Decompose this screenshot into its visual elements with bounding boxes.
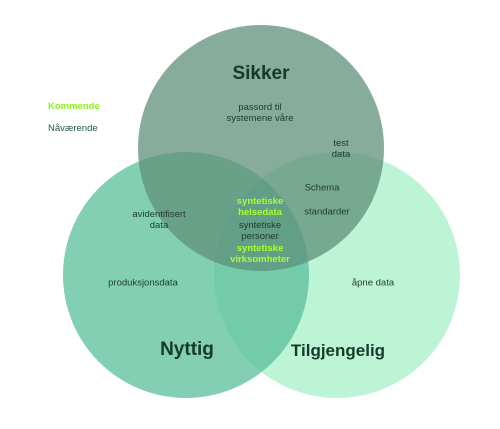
item-schema: Schema [304,182,340,194]
set-title-tilgjengelig: Tilgjengelig [290,341,386,360]
item-produksjonsdata: produksjonsdata [108,277,178,289]
item-apne-data: åpne data [351,277,395,289]
circle-sikker [138,25,384,271]
item-syntetiske-helsedata: syntetiske helsedata [236,196,284,218]
legend-current: Nåværende [48,123,98,134]
item-passord: passord til systemene våre [226,102,294,124]
item-syntetiske-personer: syntetiske personer [238,220,282,242]
item-test-data: test data [331,138,351,160]
legend-upcoming: Kommende [48,101,100,112]
item-avidentifisert: avidentifisert data [132,209,186,231]
set-title-nyttig: Nyttig [160,339,214,360]
item-standarder: standarder [304,206,350,218]
set-title-sikker: Sikker [232,63,290,84]
item-syntetiske-virksomheter: syntetiske virksomheter [230,243,290,265]
